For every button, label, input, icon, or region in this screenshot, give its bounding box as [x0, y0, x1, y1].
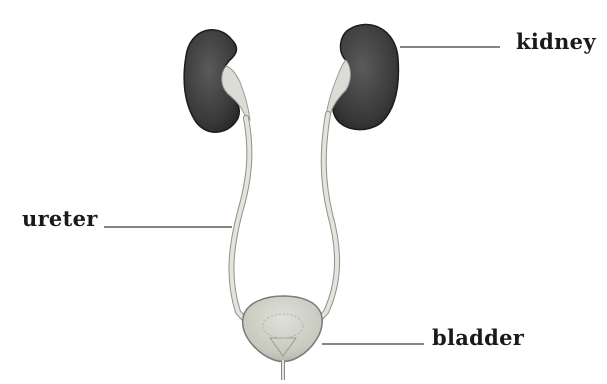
kidney-label: kidney [516, 31, 596, 52]
ureter-label: ureter [22, 208, 98, 229]
bladder [243, 296, 323, 362]
bladder-label: bladder [432, 327, 524, 348]
